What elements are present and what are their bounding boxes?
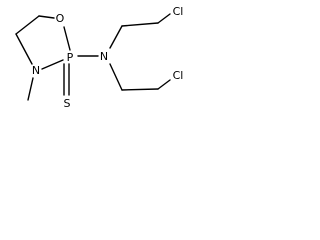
bond-o-p (63, 26, 71, 51)
atom-nitrogen-ring: N (32, 64, 40, 77)
atom-chlorine-top: Cl (173, 5, 184, 18)
bond-n-methyl (27, 77, 34, 101)
bond-ch2-cl-bottom (157, 79, 171, 90)
atom-sulfur: S (64, 97, 71, 110)
bond-n-ch2-bottom (109, 63, 123, 91)
bond-n-ch2-top (109, 25, 123, 49)
bond-ch2-ch2-ring (15, 15, 40, 35)
atom-phosphorus: P (67, 51, 74, 64)
atom-oxygen: O (56, 12, 65, 25)
atom-chlorine-bottom: Cl (173, 69, 184, 82)
bond-ch2-cl-top (157, 13, 171, 24)
structure-canvas: O P N N S Cl Cl (0, 0, 193, 125)
chemical-structure-diagram: O P N N S Cl Cl (15, 5, 184, 110)
bond-p-n-ring (41, 59, 64, 70)
bond-ch2-o-ring (38, 15, 55, 19)
bond-ch2-ch2-bottom (121, 88, 159, 91)
atom-nitrogen-amine: N (100, 50, 108, 63)
bond-n-ring-ch2 (15, 33, 33, 65)
bond-ch2-ch2-top (121, 22, 159, 27)
